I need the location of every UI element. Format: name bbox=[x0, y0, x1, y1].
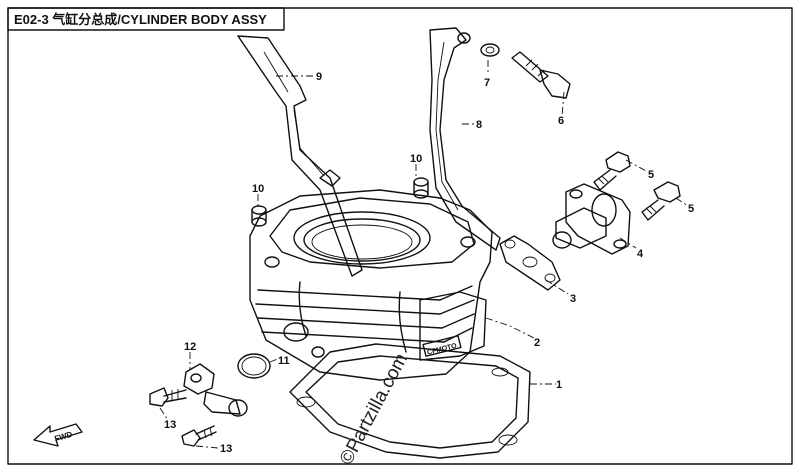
long-bolt bbox=[511, 51, 571, 99]
fwd-arrow: FWD bbox=[33, 423, 83, 447]
callout-7: 7 bbox=[484, 77, 490, 89]
callout-2: 2 bbox=[534, 337, 540, 349]
callout-5-upper: 5 bbox=[648, 169, 654, 181]
callout-10-left: 10 bbox=[252, 183, 264, 195]
chain-guide-rear bbox=[429, 27, 501, 251]
base-gasket bbox=[289, 343, 531, 459]
callout-13-lower: 13 bbox=[220, 443, 232, 455]
diagram-title: E02-3 气缸分总成/CYLINDER BODY ASSY bbox=[14, 12, 267, 27]
cam-chain-tensioner bbox=[552, 183, 631, 255]
fitting-bolt-lower bbox=[181, 425, 217, 447]
watermark: ©Partzilla.com bbox=[336, 350, 412, 468]
cylinder-brand-mark: CFMOTO bbox=[426, 342, 458, 356]
water-fitting bbox=[183, 363, 248, 417]
chain-guide-front bbox=[237, 35, 363, 277]
callout-13-upper: 13 bbox=[164, 419, 176, 431]
callout-3: 3 bbox=[570, 293, 576, 305]
fitting-bolt-upper bbox=[149, 387, 187, 407]
callout-4: 4 bbox=[637, 248, 644, 260]
dowel-pin-right bbox=[413, 177, 429, 199]
fwd-arrow-label: FWD bbox=[53, 430, 73, 444]
callout-12: 12 bbox=[184, 341, 196, 353]
callout-10-right: 10 bbox=[410, 153, 422, 165]
washer bbox=[480, 43, 500, 57]
callout-11: 11 bbox=[278, 355, 290, 367]
tensioner-bolt-upper bbox=[593, 151, 631, 191]
callout-1: 1 bbox=[556, 379, 562, 391]
o-ring bbox=[237, 353, 271, 379]
callout-8: 8 bbox=[476, 119, 482, 131]
tensioner-gasket bbox=[499, 235, 561, 291]
leader-lines bbox=[159, 60, 689, 449]
callout-5-lower: 5 bbox=[688, 203, 694, 215]
dowel-pin-left bbox=[251, 205, 267, 227]
callout-6: 6 bbox=[558, 115, 564, 127]
diagram-frame bbox=[7, 7, 793, 465]
tensioner-bolt-lower bbox=[641, 181, 681, 221]
callout-9: 9 bbox=[316, 71, 322, 83]
title-box bbox=[7, 7, 285, 31]
